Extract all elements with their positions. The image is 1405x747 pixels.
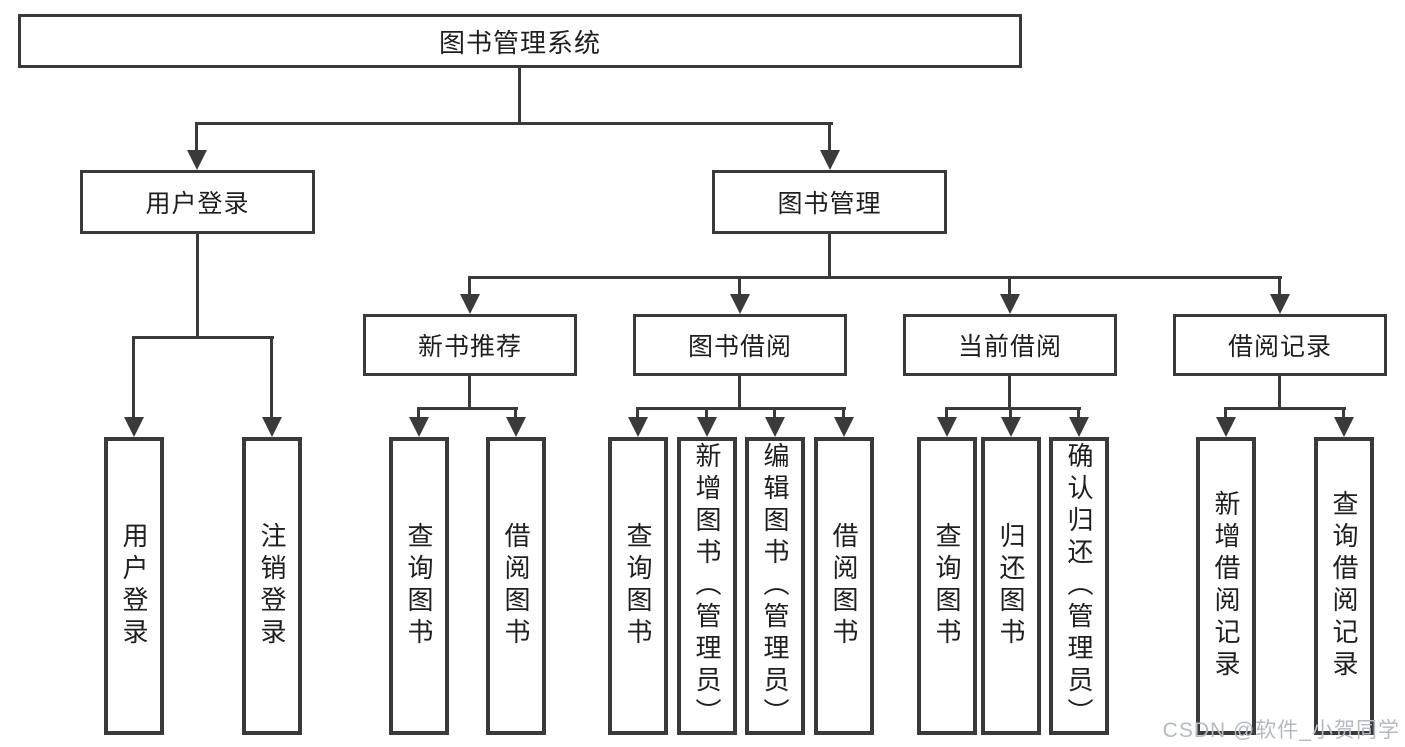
leaf-label: 归还图书 bbox=[996, 522, 1026, 650]
arrow-to-book-management bbox=[820, 122, 840, 170]
arrow-to-leaf-add-borrow-record bbox=[1216, 407, 1236, 437]
leaf-confirm-return-admin: 确认归还（管理员） bbox=[1049, 437, 1109, 735]
node-label: 新书推荐 bbox=[417, 333, 522, 361]
arrow-to-leaf-add-book bbox=[697, 407, 717, 437]
node-user-login: 用户登录 bbox=[80, 170, 315, 234]
arrow-to-leaf-query-books-1 bbox=[409, 407, 429, 437]
arrow-to-leaf-edit-book bbox=[765, 407, 785, 437]
connector-book-management-stem bbox=[828, 234, 831, 276]
node-borrowing-records: 借阅记录 bbox=[1173, 314, 1387, 376]
node-label: 图书管理 bbox=[777, 190, 882, 218]
connector-current-borrowing-branch bbox=[946, 407, 1081, 410]
connector-new-book-branch bbox=[418, 407, 518, 410]
leaf-label: 借阅图书 bbox=[829, 522, 859, 650]
node-label: 借阅记录 bbox=[1227, 333, 1332, 361]
leaf-label: 编辑图书（管理员） bbox=[760, 442, 790, 730]
watermark: CSDN @软件_小贺同学 bbox=[1162, 719, 1400, 742]
node-label: 图书管理系统 bbox=[438, 27, 601, 58]
leaf-label: 借阅图书 bbox=[501, 522, 531, 650]
leaf-label: 查询图书 bbox=[404, 522, 434, 650]
arrow-to-leaf-user-login bbox=[124, 336, 144, 437]
leaf-add-book-admin: 新增图书（管理员） bbox=[677, 437, 737, 735]
node-new-book-recommendation: 新书推荐 bbox=[363, 314, 577, 376]
arrow-to-new-book-recommendation bbox=[460, 276, 480, 314]
node-label: 当前借阅 bbox=[957, 333, 1062, 361]
leaf-query-books-2: 查询图书 bbox=[608, 437, 668, 735]
node-label: 图书借阅 bbox=[687, 333, 792, 361]
arrow-to-leaf-query-books-2 bbox=[628, 407, 648, 437]
arrow-to-leaf-confirm-return bbox=[1069, 407, 1089, 437]
leaf-edit-book-admin: 编辑图书（管理员） bbox=[745, 437, 805, 735]
connector-user-login-branch bbox=[133, 336, 274, 339]
arrow-to-book-borrowing bbox=[730, 276, 750, 314]
leaf-label: 查询借阅记录 bbox=[1329, 490, 1359, 682]
leaf-label: 新增图书（管理员） bbox=[692, 442, 722, 730]
arrow-to-leaf-borrow-books-2 bbox=[834, 407, 854, 437]
leaf-label: 查询图书 bbox=[623, 522, 653, 650]
arrow-to-current-borrowing bbox=[1000, 276, 1020, 314]
connector-book-borrowing-branch bbox=[637, 407, 846, 410]
leaf-query-books-3: 查询图书 bbox=[917, 437, 977, 735]
connector-borrowing-records-branch bbox=[1225, 407, 1346, 410]
leaf-query-books-1: 查询图书 bbox=[389, 437, 449, 735]
arrow-to-leaf-logout bbox=[262, 336, 282, 437]
connector-root-branch bbox=[196, 122, 833, 125]
leaf-user-login: 用户登录 bbox=[104, 437, 164, 735]
connector-book-management-branch bbox=[469, 276, 1282, 279]
arrow-to-borrowing-records bbox=[1270, 276, 1290, 314]
node-label: 用户登录 bbox=[145, 190, 250, 218]
leaf-query-borrow-record: 查询借阅记录 bbox=[1314, 437, 1374, 735]
leaf-label: 查询图书 bbox=[932, 522, 962, 650]
leaf-borrow-books-1: 借阅图书 bbox=[486, 437, 546, 735]
connector-borrowing-records-stem bbox=[1278, 376, 1281, 407]
node-current-borrowing: 当前借阅 bbox=[903, 314, 1117, 376]
arrow-to-user-login bbox=[187, 122, 207, 170]
node-book-management: 图书管理 bbox=[712, 170, 947, 234]
node-root-library-system: 图书管理系统 bbox=[18, 14, 1022, 68]
leaf-logout: 注销登录 bbox=[242, 437, 302, 735]
connector-root-stem bbox=[518, 68, 521, 122]
arrow-to-leaf-borrow-books-1 bbox=[506, 407, 526, 437]
arrow-to-leaf-query-books-3 bbox=[937, 407, 957, 437]
leaf-borrow-books-2: 借阅图书 bbox=[814, 437, 874, 735]
node-book-borrowing: 图书借阅 bbox=[633, 314, 847, 376]
leaf-label: 用户登录 bbox=[119, 522, 149, 650]
leaf-return-books: 归还图书 bbox=[981, 437, 1041, 735]
leaf-label: 注销登录 bbox=[257, 522, 287, 650]
connector-book-borrowing-stem bbox=[738, 376, 741, 407]
leaf-label: 新增借阅记录 bbox=[1211, 490, 1241, 682]
leaf-add-borrow-record: 新增借阅记录 bbox=[1196, 437, 1256, 735]
arrow-to-leaf-return-books bbox=[1001, 407, 1021, 437]
connector-user-login-stem bbox=[196, 234, 199, 336]
leaf-label: 确认归还（管理员） bbox=[1064, 442, 1094, 730]
arrow-to-leaf-query-borrow-record bbox=[1334, 407, 1354, 437]
connector-new-book-stem bbox=[468, 376, 471, 407]
connector-current-borrowing-stem bbox=[1008, 376, 1011, 407]
